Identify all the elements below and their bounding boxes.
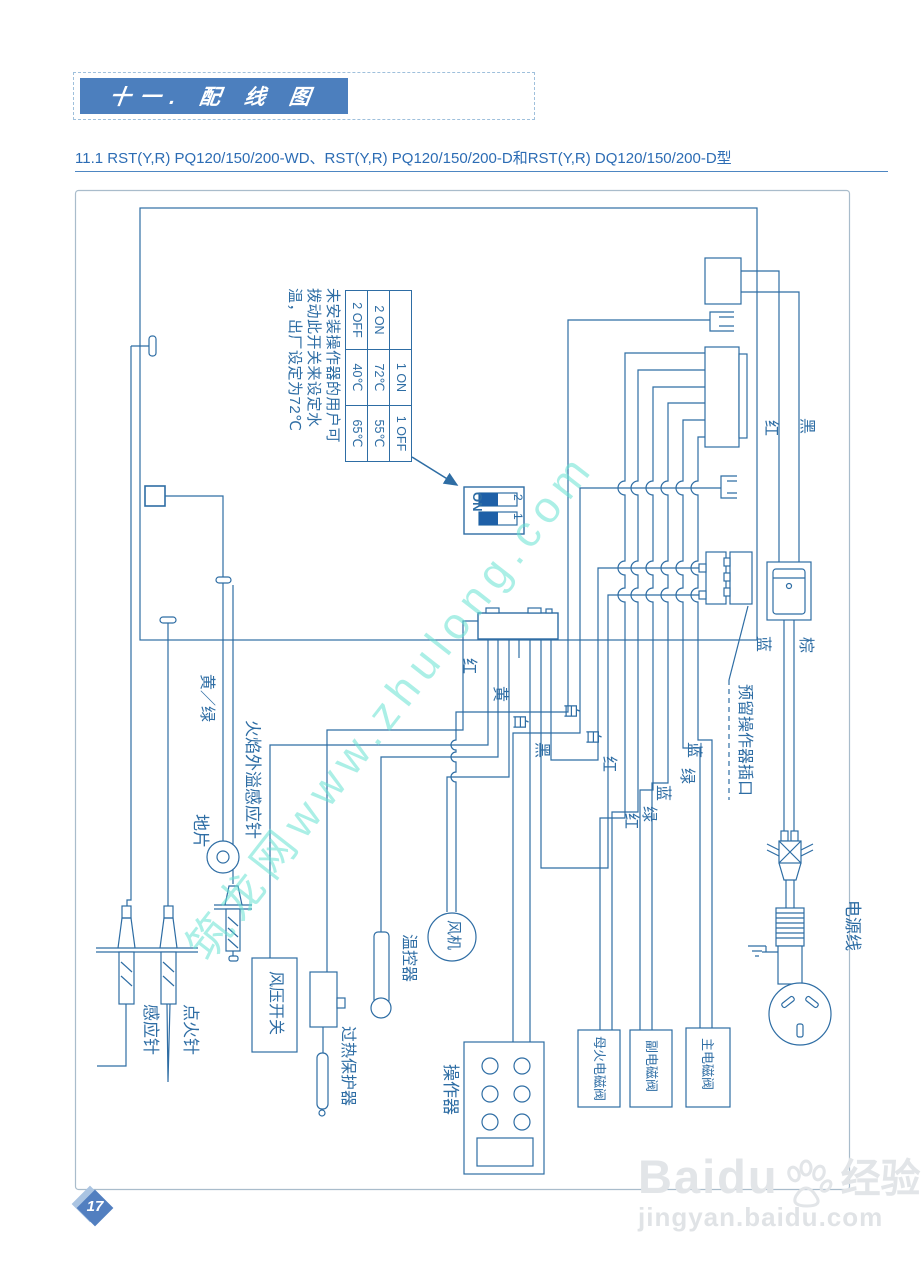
dip-table-cell: 2 OFF	[345, 290, 368, 350]
dip-switch	[463, 486, 525, 535]
earth-icon	[748, 945, 778, 957]
label-thermostat: 温控器	[400, 934, 417, 983]
wire-label-blue-switch: 蓝	[754, 636, 771, 653]
wire-label-black-right: 黑	[798, 418, 815, 435]
wire-label-blue-v3: 蓝	[685, 742, 702, 759]
dip-table-cell: 72℃	[367, 349, 390, 406]
dip-table-cell	[389, 290, 412, 350]
label-ignition-needle: 点火针	[181, 1004, 200, 1055]
wire-label-red-strip: 红	[460, 658, 477, 675]
label-wind-pressure-switch: 风压开关	[267, 971, 284, 1036]
dip-setting-table: 1 ON 1 OFF 2 ON 72℃ 55℃ 2 OFF 40℃ 65℃	[345, 290, 412, 462]
label-yellow-green-wire: 黄／绿	[198, 674, 215, 723]
dip-pos-1: 1	[511, 513, 525, 520]
label-controller: 操作器	[441, 1064, 460, 1115]
label-flame-overflow-sensor: 火焰外溢感应针	[243, 720, 262, 839]
label-aux-solenoid: 副电磁阀	[644, 1040, 659, 1093]
dip-table-caption: 未安装操作器的用户可拨动此开关来设定水温，出厂设定为72℃	[286, 288, 341, 444]
chapter-banner-box: 十一. 配 线 图	[73, 72, 535, 120]
page-marker-icon: 17	[71, 1185, 118, 1232]
section-title: 11.1 RST(Y,R) PQ120/150/200-WD、RST(Y,R) …	[75, 150, 732, 167]
wire-label-white-1: 白	[511, 714, 528, 731]
arrow-icon	[411, 456, 459, 486]
wire-label-red-right: 红	[762, 420, 779, 437]
dip-table-cell: 65℃	[345, 405, 368, 462]
wire-label-white-2: 白	[562, 703, 579, 720]
dip-table-cell: 55℃	[367, 405, 390, 462]
wire-label-black-center: 黑	[533, 742, 550, 759]
label-power-cord: 电源线	[843, 900, 862, 951]
wire-label-blue-v2: 蓝	[654, 785, 671, 802]
wire-label-green-v1: 绿	[640, 806, 657, 823]
dip-table-cell: 40℃	[345, 349, 368, 406]
label-pilot-solenoid: 母火电磁阀	[592, 1036, 607, 1102]
dip-table-cell: 2 ON	[367, 290, 390, 350]
wire-label-red-v1: 红	[622, 813, 639, 830]
wire-label-red-center: 红	[600, 756, 617, 773]
label-reserved-socket: 预留操作器插口	[736, 684, 753, 797]
dip-pos-2: 2	[511, 494, 525, 501]
label-sensor-needle: 感应针	[141, 1004, 160, 1055]
dip-on-label: ON	[470, 492, 485, 512]
label-fan: 风机	[445, 920, 462, 951]
dip-table-cell: 1 ON	[389, 349, 412, 406]
wire-label-brown: 棕	[797, 637, 814, 654]
wire-label-white-3: 白	[584, 729, 601, 746]
wire-label-yellow: 黄	[491, 686, 508, 703]
section-title-rule	[75, 171, 888, 172]
dip-table-cell: 1 OFF	[389, 405, 412, 462]
diagram-border	[74, 189, 851, 1191]
label-overheat-protector: 过热保护器	[339, 1026, 356, 1107]
page-number: 17	[86, 1198, 104, 1215]
label-ground-plate: 地片	[191, 814, 210, 848]
wire-label-green-v3: 绿	[678, 768, 695, 785]
wires-and-components	[96, 207, 832, 1175]
chapter-banner: 十一. 配 线 图	[80, 78, 348, 114]
label-main-solenoid: 主电磁阀	[700, 1038, 715, 1091]
